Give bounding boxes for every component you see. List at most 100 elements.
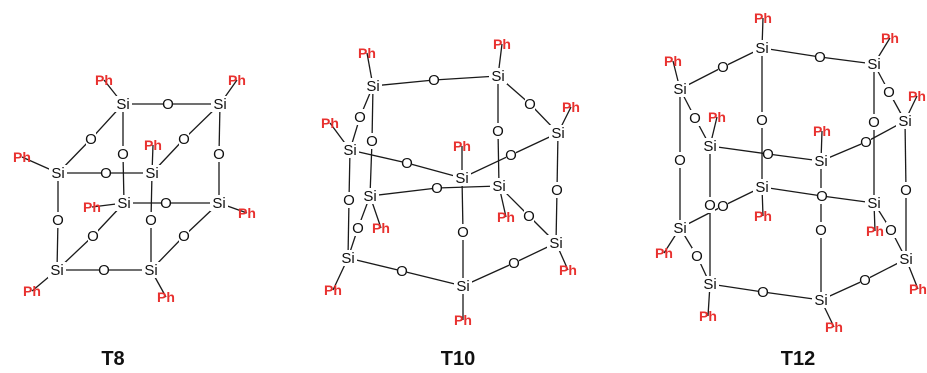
svg-text:Ph: Ph bbox=[157, 289, 175, 305]
t10-oxygen: O bbox=[428, 72, 440, 89]
t10-oxygen: O bbox=[354, 109, 366, 126]
t8-phenyl: Ph bbox=[83, 199, 101, 215]
t12-bond bbox=[904, 120, 907, 191]
t10-oxygen: O bbox=[366, 133, 378, 150]
t12-oxygen: O bbox=[689, 110, 701, 127]
svg-text:Ph: Ph bbox=[372, 220, 390, 236]
svg-text:O: O bbox=[551, 182, 563, 199]
t12-silicon: Si bbox=[812, 292, 830, 309]
t10-bond bbox=[436, 185, 500, 189]
svg-text:O: O bbox=[178, 131, 190, 148]
svg-text:O: O bbox=[401, 155, 413, 172]
svg-text:O: O bbox=[900, 182, 912, 199]
t8-phenyl: Ph bbox=[238, 205, 256, 221]
t10-silicon: Si bbox=[454, 278, 472, 295]
svg-text:O: O bbox=[492, 123, 504, 140]
svg-text:Si: Si bbox=[366, 78, 379, 95]
t10-bond bbox=[348, 149, 351, 201]
t12-bond bbox=[761, 47, 821, 58]
t10-bond bbox=[497, 130, 500, 187]
t8-oxygen: O bbox=[85, 131, 97, 148]
svg-text:Si: Si bbox=[363, 188, 376, 205]
t8-phenyl: Ph bbox=[95, 72, 113, 88]
t12-phenyl: Ph bbox=[866, 223, 884, 239]
t12-oxygen: O bbox=[900, 182, 912, 199]
svg-text:Ph: Ph bbox=[324, 282, 342, 298]
t12-bond bbox=[762, 291, 822, 301]
svg-text:Ph: Ph bbox=[881, 30, 899, 46]
svg-text:O: O bbox=[98, 262, 110, 279]
t12-caption: T12 bbox=[781, 348, 815, 370]
svg-text:Si: Si bbox=[673, 220, 686, 237]
t8-silicon: Si bbox=[142, 262, 160, 279]
svg-text:Ph: Ph bbox=[664, 53, 682, 69]
t10-phenyl: Ph bbox=[358, 45, 376, 61]
svg-text:Ph: Ph bbox=[321, 115, 339, 131]
t10-oxygen: O bbox=[492, 123, 504, 140]
svg-text:O: O bbox=[859, 272, 871, 289]
svg-text:O: O bbox=[689, 110, 701, 127]
svg-text:Si: Si bbox=[116, 96, 129, 113]
t8-oxygen: O bbox=[213, 146, 225, 163]
t8-phenyl: Ph bbox=[157, 289, 175, 305]
t10-oxygen: O bbox=[352, 220, 364, 237]
svg-text:O: O bbox=[704, 197, 716, 214]
svg-text:Ph: Ph bbox=[23, 283, 41, 299]
t10-bond bbox=[369, 187, 438, 197]
t10-silicon: Si bbox=[339, 250, 357, 267]
t12-bond bbox=[761, 186, 823, 197]
t10-bond bbox=[369, 140, 373, 197]
svg-text:O: O bbox=[85, 131, 97, 148]
svg-text:Ph: Ph bbox=[453, 138, 471, 154]
t8-phenyl: Ph bbox=[13, 149, 31, 165]
svg-text:Si: Si bbox=[456, 278, 469, 295]
svg-text:Si: Si bbox=[213, 96, 226, 113]
svg-text:O: O bbox=[816, 188, 828, 205]
t10-silicon: Si bbox=[341, 142, 359, 159]
svg-text:O: O bbox=[814, 49, 826, 66]
svg-text:O: O bbox=[160, 195, 172, 212]
svg-text:O: O bbox=[815, 222, 827, 239]
t8-bond bbox=[122, 153, 125, 204]
svg-text:O: O bbox=[87, 228, 99, 245]
svg-text:Si: Si bbox=[549, 235, 562, 252]
t8-silicon: Si bbox=[143, 165, 161, 182]
t12-phenyl: Ph bbox=[664, 53, 682, 69]
t8-oxygen: O bbox=[160, 195, 172, 212]
t12-oxygen: O bbox=[674, 152, 686, 169]
svg-text:O: O bbox=[162, 96, 174, 113]
svg-text:Si: Si bbox=[117, 195, 130, 212]
svg-text:Si: Si bbox=[814, 292, 827, 309]
svg-text:Ph: Ph bbox=[908, 88, 926, 104]
svg-text:O: O bbox=[213, 146, 225, 163]
t12-bond bbox=[709, 145, 769, 155]
svg-text:Ph: Ph bbox=[493, 36, 511, 52]
t12-silicon: Si bbox=[671, 220, 689, 237]
svg-text:Ph: Ph bbox=[358, 45, 376, 61]
t10-oxygen: O bbox=[396, 263, 408, 280]
t12-oxygen: O bbox=[883, 84, 895, 101]
svg-text:O: O bbox=[524, 96, 536, 113]
svg-text:O: O bbox=[885, 222, 897, 239]
svg-text:O: O bbox=[178, 228, 190, 245]
svg-text:Si: Si bbox=[867, 56, 880, 73]
t12-oxygen: O bbox=[704, 197, 716, 214]
svg-text:O: O bbox=[396, 263, 408, 280]
t10-silicon: Si bbox=[490, 178, 508, 195]
t10-silicon: Si bbox=[361, 188, 379, 205]
t8-oxygen: O bbox=[87, 228, 99, 245]
t10-silicon: Si bbox=[549, 125, 567, 142]
svg-text:Si: Si bbox=[492, 178, 505, 195]
t10-phenyl: Ph bbox=[497, 209, 515, 225]
svg-text:Si: Si bbox=[673, 81, 686, 98]
svg-text:O: O bbox=[117, 146, 129, 163]
t10-oxygen: O bbox=[505, 147, 517, 164]
t12-phenyl: Ph bbox=[908, 88, 926, 104]
svg-text:O: O bbox=[762, 146, 774, 163]
t12-oxygen: O bbox=[814, 49, 826, 66]
svg-text:Ph: Ph bbox=[754, 10, 772, 26]
svg-text:O: O bbox=[457, 224, 469, 241]
t12-phenyl: Ph bbox=[655, 245, 673, 261]
t10-bond bbox=[372, 79, 435, 87]
